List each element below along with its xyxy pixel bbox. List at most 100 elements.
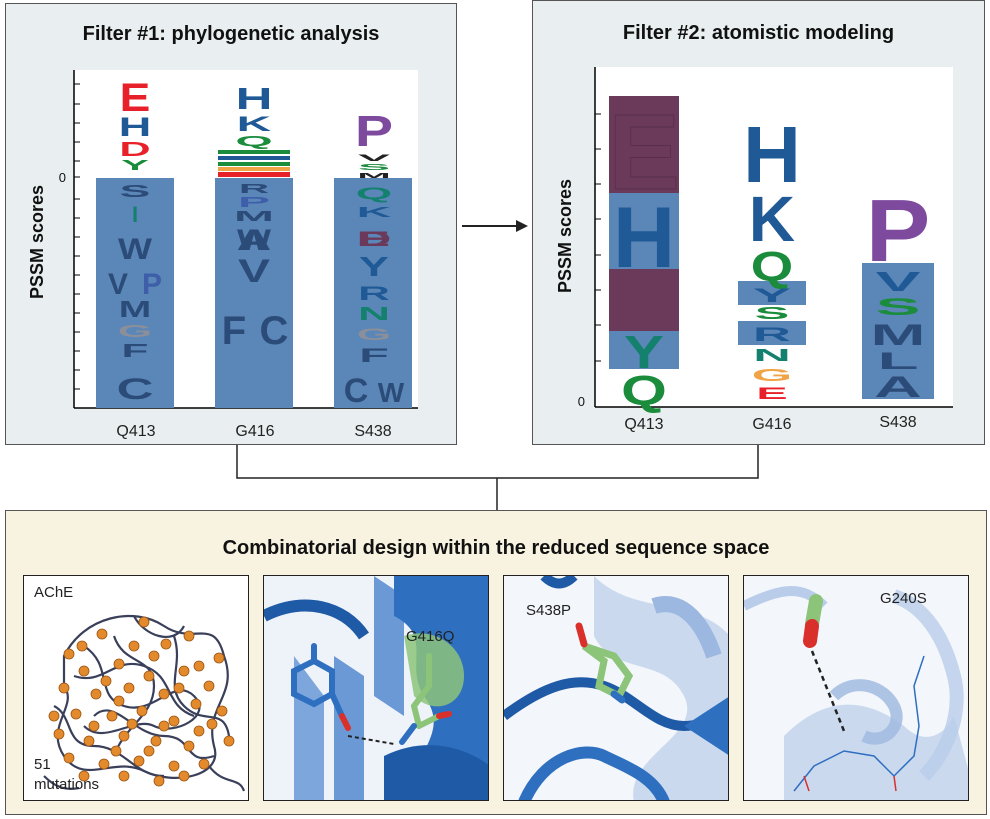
- g416q-structure-image: G416Q: [263, 575, 489, 801]
- g240s-structure-image: G240S: [743, 575, 969, 801]
- logo-letter-V: V: [108, 268, 128, 301]
- filter1-panel: Filter #1: phylogenetic analysis PSSM sc…: [5, 3, 457, 445]
- filter2-logo-chart: PSSM scores 0 E H D Y Q H K Q Y S R N: [555, 67, 953, 433]
- logo-letter-Y: Y: [624, 327, 664, 378]
- logo-letter-A: A: [237, 224, 272, 257]
- s438p-label: S438P: [526, 602, 572, 619]
- logo-letter-Q: Q: [621, 367, 667, 414]
- filter2-bg-band: [609, 269, 679, 331]
- logo-letter-V: V: [238, 253, 270, 289]
- combinatorial-design-panel: Combinatorial design within the reduced …: [5, 510, 987, 815]
- logo-letter-M: M: [234, 208, 274, 224]
- logo-letter-E: E: [756, 385, 787, 403]
- filter1-col-label: S438: [354, 423, 391, 440]
- logo-letter-Q: Q: [751, 244, 793, 291]
- filter2-ylabel: PSSM scores: [555, 179, 575, 293]
- logo-letter-G: G: [357, 325, 391, 344]
- logo-letter-C: C: [344, 372, 369, 410]
- mutations-label: mutations: [34, 776, 100, 793]
- logo-letter-M: M: [119, 296, 151, 322]
- bottom-title: Combinatorial design within the reduced …: [222, 537, 770, 559]
- logo-stack-minor: [218, 162, 290, 166]
- filter2-bg-band: [738, 281, 806, 305]
- logo-letter-E: E: [120, 76, 151, 121]
- filter1-logo-chart: PSSM scores 0 E H D Y S I W V P M G F C: [27, 70, 418, 440]
- logo-letter-E: E: [608, 91, 680, 212]
- logo-stack-minor: [218, 156, 290, 160]
- logo-stack-minor: [218, 172, 290, 177]
- logo-letter-S: S: [755, 303, 790, 323]
- filter2-col-label: S438: [879, 414, 916, 431]
- filter2-title: Filter #2: atomistic modeling: [622, 22, 895, 44]
- logo-letter-L: L: [877, 347, 918, 374]
- logo-letter-A: A: [874, 370, 922, 403]
- logo-letter-K: K: [357, 204, 392, 220]
- logo-letter-N: N: [753, 345, 791, 365]
- logo-letter-E: E: [358, 226, 390, 250]
- logo-letter-Y: Y: [359, 251, 389, 282]
- logo-letter-V: V: [358, 153, 390, 164]
- ache-structure-image: AChE 51 mutations: [23, 575, 249, 801]
- logo-letter-M: M: [357, 172, 390, 180]
- logo-letter-H: H: [743, 110, 801, 199]
- filter2-bg-band: [609, 331, 679, 369]
- logo-letter-N: N: [358, 304, 390, 324]
- s438p-structure-image: S438P: [503, 575, 729, 801]
- logo-letter-K: K: [237, 111, 272, 135]
- filter2-col-label: G416: [752, 416, 791, 433]
- logo-letter-H: H: [236, 81, 273, 115]
- filter1-ylabel: PSSM scores: [27, 185, 47, 299]
- logo-letter-S: S: [358, 163, 390, 172]
- logo-letter-F: F: [359, 344, 389, 366]
- filter2-bg-band: [738, 321, 806, 345]
- logo-letter-F: F: [122, 340, 149, 361]
- logo-letter-M: M: [871, 318, 926, 351]
- ache-label: AChE: [34, 584, 74, 601]
- logo-letter-F: F: [222, 309, 246, 353]
- filter2-col-label: Q413: [624, 416, 663, 433]
- connector-bracket: [236, 445, 759, 510]
- logo-letter-C: C: [117, 372, 154, 406]
- logo-letter-G: G: [118, 322, 152, 341]
- logo-letter-R: R: [239, 182, 269, 196]
- logo-letter-P: P: [355, 106, 393, 155]
- logo-letter-W: W: [237, 224, 272, 257]
- filter1-title: Filter #1: phylogenetic analysis: [82, 23, 380, 45]
- logo-letter-V: V: [876, 265, 921, 297]
- logo-letter-R: R: [358, 283, 390, 305]
- arrow-icon: [462, 220, 528, 232]
- logo-letter-Q: Q: [235, 133, 272, 149]
- logo-letter-Y: Y: [753, 284, 791, 306]
- logo-letter-P: P: [866, 181, 931, 280]
- filter1-zero-tick: 0: [59, 170, 66, 185]
- g240s-label: G240S: [880, 590, 927, 607]
- logo-letter-W: W: [118, 233, 153, 266]
- filter2-bg-band: [609, 96, 679, 193]
- logo-letter-R: R: [753, 324, 791, 346]
- logo-letter-S: S: [876, 293, 921, 320]
- logo-letter-D: D: [357, 226, 392, 250]
- logo-letter-Q: Q: [356, 185, 392, 203]
- logo-letter-P: P: [142, 268, 162, 301]
- logo-stack-minor: [218, 167, 290, 171]
- filter2-bg-band: [862, 263, 934, 399]
- logo-letter-D: D: [119, 138, 150, 161]
- logo-letter-D: D: [618, 265, 670, 345]
- filter2-zero-tick: 0: [578, 394, 585, 409]
- filter1-col-label: G416: [235, 423, 274, 440]
- logo-stack-minor: [218, 150, 290, 154]
- logo-letter-P: P: [238, 194, 270, 210]
- filter2-panel: Filter #2: atomistic modeling PSSM score…: [532, 0, 985, 445]
- filter1-neg-bg-s438: [334, 178, 412, 408]
- logo-letter-C: C: [260, 309, 289, 353]
- logo-letter-H: H: [119, 111, 151, 142]
- logo-letter-I: I: [132, 202, 138, 227]
- logo-letter-H: H: [613, 190, 675, 286]
- filter2-bg-band: [609, 193, 679, 269]
- logo-letter-W: W: [378, 377, 405, 408]
- logo-letter-G: G: [752, 365, 792, 385]
- logo-letter-S: S: [120, 181, 151, 201]
- logo-letter-Y: Y: [121, 157, 149, 173]
- mutation-count-label: 51: [34, 756, 51, 773]
- logo-letter-K: K: [749, 183, 795, 255]
